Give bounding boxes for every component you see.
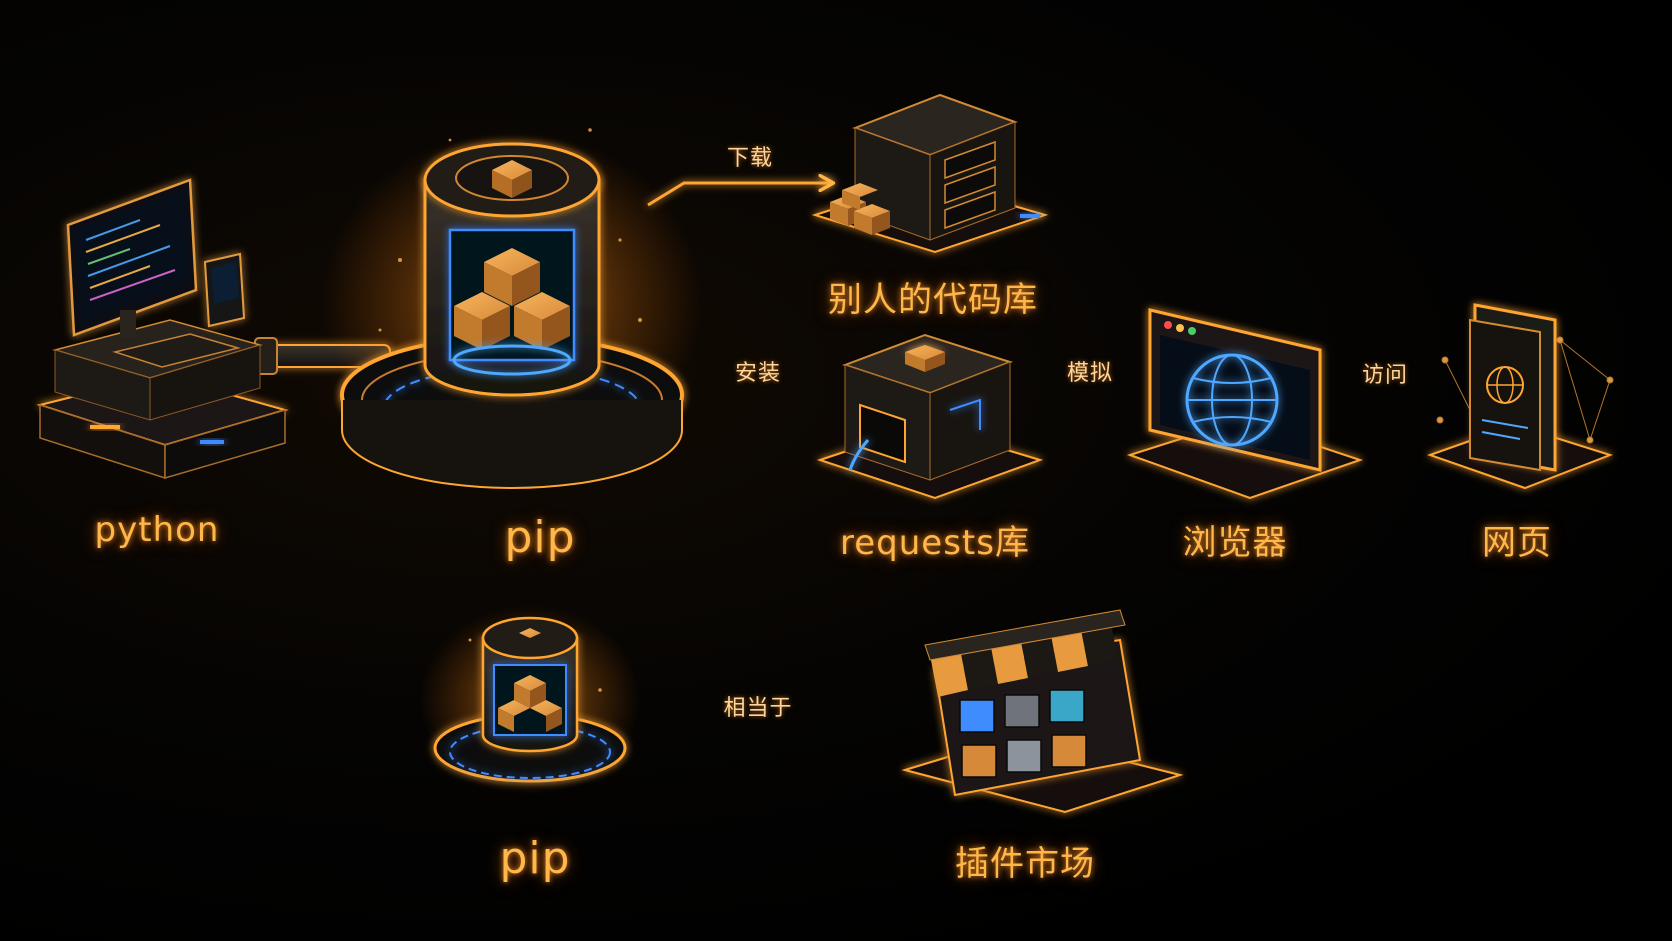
label-others-code: 别人的代码库 [828, 280, 1038, 320]
edge-label-visit: 访问 [1361, 363, 1409, 388]
server-icon [811, 93, 1049, 254]
edge-label-download: 下载 [726, 146, 774, 171]
globe-icon [1185, 353, 1279, 447]
web-page-icon [1426, 303, 1614, 490]
label-requests: requests库 [840, 523, 1030, 563]
label-plugin-market: 插件市场 [955, 844, 1095, 884]
cube-stack [454, 248, 570, 350]
market-stall-icon [901, 609, 1184, 814]
module-cube-icon [816, 333, 1044, 500]
sparkles [378, 128, 642, 692]
edge-label-equivalent: 相当于 [723, 696, 793, 721]
edge-label-install: 安装 [734, 361, 782, 386]
computer-icon [36, 178, 289, 480]
package-manager-icon [322, 130, 702, 489]
label-browser: 浏览器 [1182, 523, 1288, 563]
package-manager-icon [420, 605, 640, 795]
label-pip-top: pip [504, 512, 576, 563]
edge-label-simulate: 模拟 [1066, 361, 1114, 386]
label-python: python [94, 510, 220, 550]
edge-download [647, 183, 832, 207]
label-webpage: 网页 [1482, 523, 1552, 563]
label-pip-bottom: pip [499, 833, 571, 884]
browser-window-icon [1126, 308, 1364, 500]
